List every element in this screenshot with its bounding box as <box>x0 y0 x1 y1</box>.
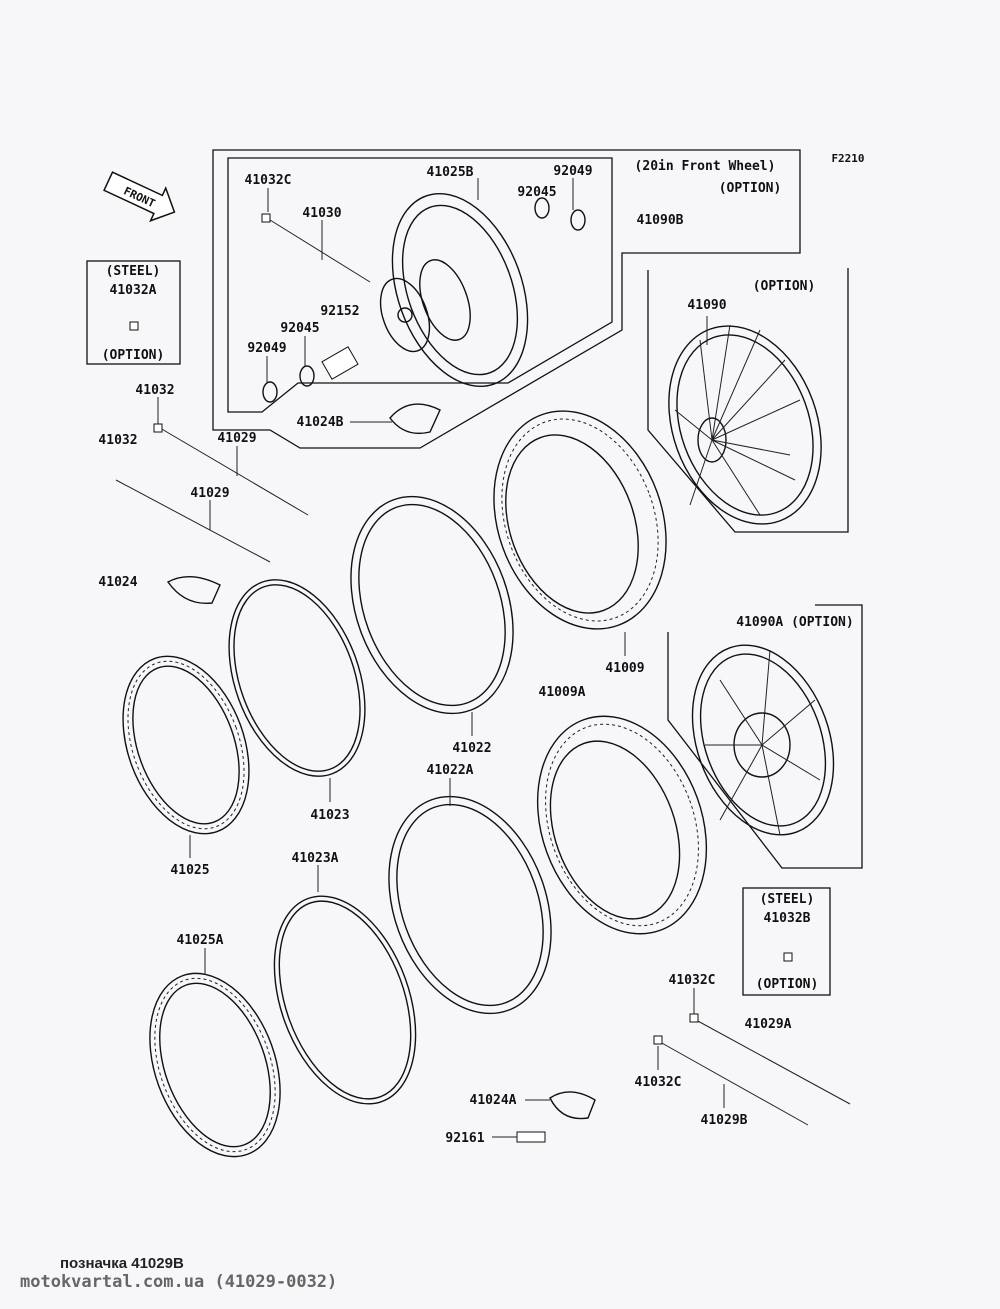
part-label-41030: 41030 <box>302 206 341 221</box>
part-92049-seal <box>262 381 278 403</box>
part-label-92045: 92045 <box>517 185 556 200</box>
part-label-41032-a: 41032 <box>135 383 174 398</box>
part-41025B-rim <box>379 192 529 388</box>
part-label-92152: 92152 <box>320 304 359 319</box>
option-group-outer-border <box>212 149 801 449</box>
rim-41025A <box>149 972 281 1158</box>
part-label-41029-a: 41029 <box>217 431 256 446</box>
nipple-41032C-b <box>653 1035 663 1045</box>
front-arrow-icon: FRONT <box>103 171 176 223</box>
part-label-41025A: 41025A <box>177 933 224 948</box>
nipple-41032A <box>129 321 139 331</box>
option-group-inner-border <box>227 157 613 413</box>
nipple-41032C-a <box>689 1013 699 1023</box>
part-label-41090: 41090 <box>687 298 726 313</box>
rim-41025 <box>122 655 250 835</box>
rim-strip-41023 <box>228 579 366 777</box>
part-label-92161: 92161 <box>445 1131 484 1146</box>
steel-label-b: (STEEL) <box>760 892 815 907</box>
option-label-41090: (OPTION) <box>753 279 816 294</box>
part-92161-patch <box>516 1131 546 1143</box>
footer-site: motokvartal.com.ua (41029-0032) <box>20 1272 338 1292</box>
tire-41009A <box>536 715 708 935</box>
wheel-41090 <box>668 324 822 525</box>
part-label-41009A: 41009A <box>539 685 586 700</box>
spoke-41029A <box>695 1019 851 1105</box>
nipple-41032B <box>783 952 793 962</box>
part-41024B-rim-lock <box>389 403 441 435</box>
part-label-41024: 41024 <box>98 575 137 590</box>
part-label-41022: 41022 <box>452 741 491 756</box>
part-label-41032C-a: 41032C <box>669 973 716 988</box>
spoke-41029B <box>659 1041 809 1126</box>
part-label-41032-b: 41032 <box>98 433 137 448</box>
wheel-41090-option-border <box>647 268 849 533</box>
tire-41009 <box>493 410 667 630</box>
part-label-41025: 41025 <box>170 863 209 878</box>
spoke-41029-lower <box>115 479 271 563</box>
part-label-41024B: 41024B <box>297 415 344 430</box>
option-label-a: (OPTION) <box>102 348 165 363</box>
part-label-41009: 41009 <box>605 661 644 676</box>
part-label-92045-lower: 92045 <box>280 321 319 336</box>
nipple-41032C-top <box>261 213 271 223</box>
nipple-41032 <box>153 423 163 433</box>
part-label-41090A: 41090A (OPTION) <box>736 615 853 630</box>
option-label-b: (OPTION) <box>756 977 819 992</box>
part-92152-collar <box>321 346 359 380</box>
part-label-41022A: 41022A <box>427 763 474 778</box>
wheel-41090A <box>691 644 835 836</box>
part-41024-rim-lock <box>166 576 221 605</box>
part-label-41029-b: 41029 <box>190 486 229 501</box>
part-label-41025B: 41025B <box>427 165 474 180</box>
part-label-41024A: 41024A <box>470 1093 517 1108</box>
steel-box-a <box>86 260 181 365</box>
part-92045-bearing-right <box>534 197 550 219</box>
part-label-41090B: 41090B <box>637 213 684 228</box>
option-group-option: (OPTION) <box>719 181 782 196</box>
part-label-41023A: 41023A <box>292 851 339 866</box>
steel-box-b <box>742 887 831 996</box>
wheel-41090A-option-border <box>667 604 863 869</box>
option-group-title: (20in Front Wheel) <box>635 159 776 174</box>
diagram-code: F2210 <box>831 152 864 165</box>
part-label-41032B: 41032B <box>764 911 811 926</box>
part-92049-seal-right <box>570 209 586 231</box>
part-label-41032C-b: 41032C <box>635 1075 682 1090</box>
part-label-92049: 92049 <box>553 164 592 179</box>
part-label-41029B: 41029B <box>701 1113 748 1128</box>
tube-41022 <box>350 495 514 715</box>
part-label-41032C: 41032C <box>245 173 292 188</box>
footer-note: позначка 41029B <box>60 1255 184 1272</box>
tube-41022A <box>388 795 552 1015</box>
part-92045-bearing <box>299 365 315 387</box>
rim-strip-41023A <box>273 895 417 1105</box>
part-label-92049-lower: 92049 <box>247 341 286 356</box>
spoke-41029-upper <box>159 427 309 516</box>
part-label-41032A: 41032A <box>110 283 157 298</box>
part-label-41023: 41023 <box>310 808 349 823</box>
steel-label-a: (STEEL) <box>106 264 161 279</box>
part-label-41029A: 41029A <box>745 1017 792 1032</box>
part-41024A-rim-lock <box>549 1091 596 1120</box>
